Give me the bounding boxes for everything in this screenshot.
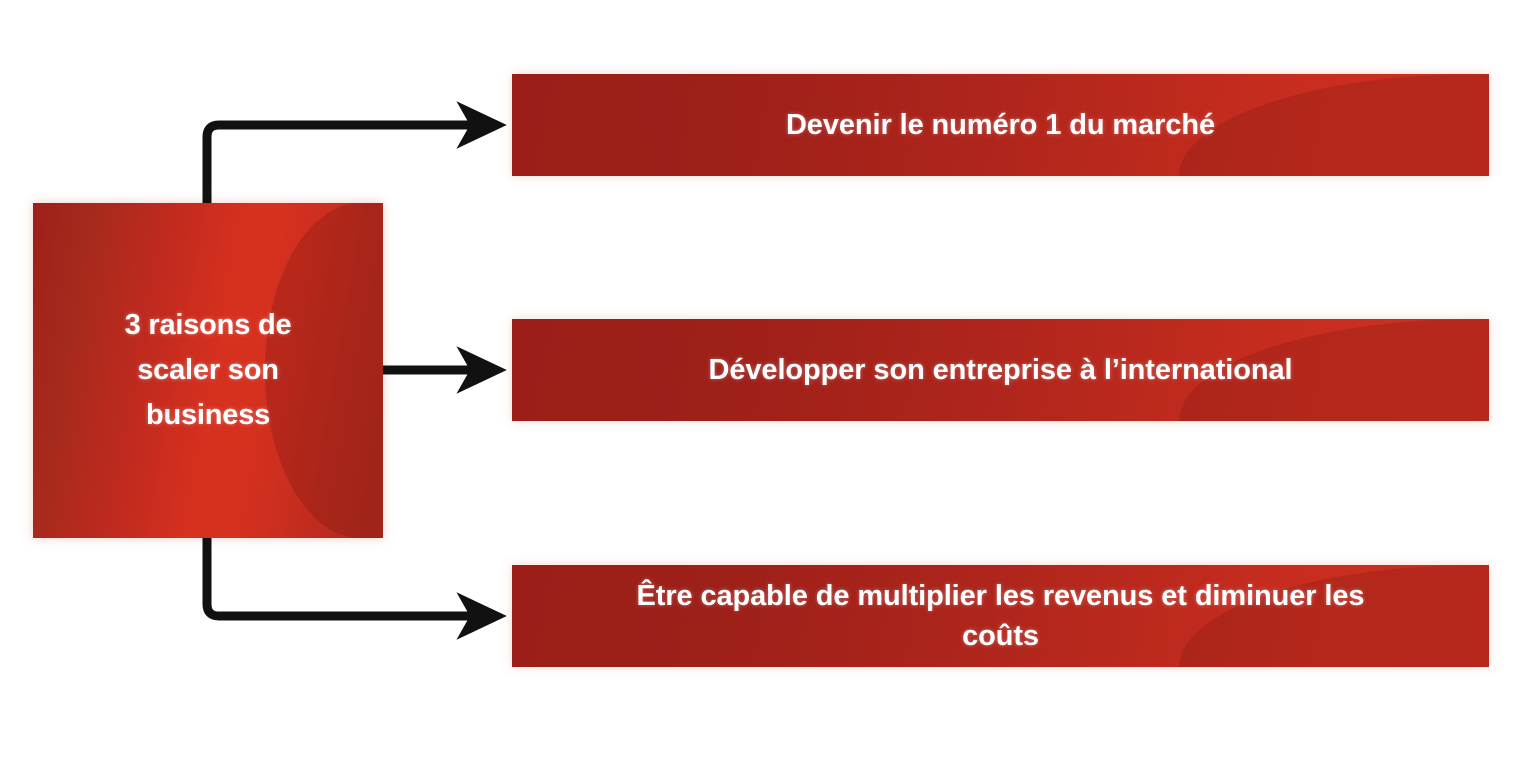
- branch-node-2-label: Développer son entreprise à l’internatio…: [708, 353, 1293, 386]
- branch-node-1-label: Devenir le numéro 1 du marché: [785, 108, 1215, 141]
- branch-node-2[interactable]: Développer son entreprise à l’internatio…: [512, 319, 1489, 421]
- connector-to-branch-1: [202, 101, 507, 203]
- root-node-label-line-3: business: [145, 399, 271, 432]
- root-node-label-line-1: 3 raisons de: [124, 308, 292, 341]
- root-node[interactable]: 3 raisons de scaler son business: [33, 203, 383, 538]
- root-node-label: 3 raisons de scaler son business: [33, 203, 383, 538]
- connector-to-branch-3: [202, 538, 507, 640]
- root-node-label-line-2: scaler son: [137, 353, 279, 386]
- branch-node-1[interactable]: Devenir le numéro 1 du marché: [512, 74, 1489, 176]
- branch-node-3-label: Être capable de multiplier les revenus e…: [636, 579, 1365, 652]
- branch-node-3[interactable]: Être capable de multiplier les revenus e…: [512, 565, 1489, 667]
